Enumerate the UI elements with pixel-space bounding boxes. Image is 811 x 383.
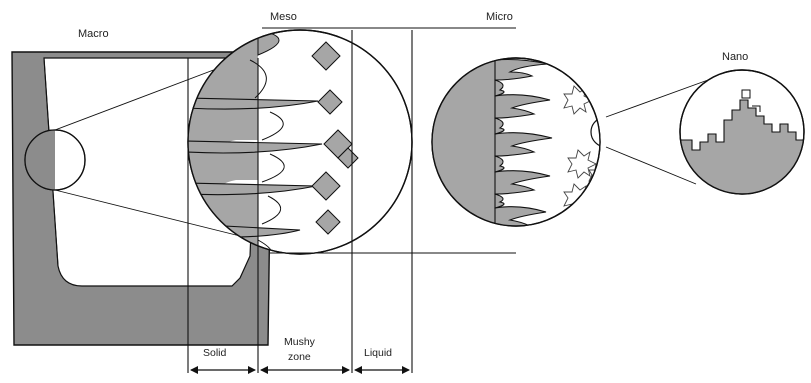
micro-solid-region xyxy=(430,55,495,235)
label-micro: Micro xyxy=(486,11,513,23)
micro-circle xyxy=(430,44,621,240)
label-meso: Meso xyxy=(270,11,297,23)
label-zone: zone xyxy=(288,351,311,363)
label-nano: Nano xyxy=(722,51,748,63)
label-macro: Macro xyxy=(78,28,109,40)
label-mushy: Mushy xyxy=(284,336,316,348)
label-solid: Solid xyxy=(203,347,227,359)
nano-circle xyxy=(676,70,806,200)
label-liquid: Liquid xyxy=(364,347,392,359)
micro-sample-circle xyxy=(591,117,621,147)
